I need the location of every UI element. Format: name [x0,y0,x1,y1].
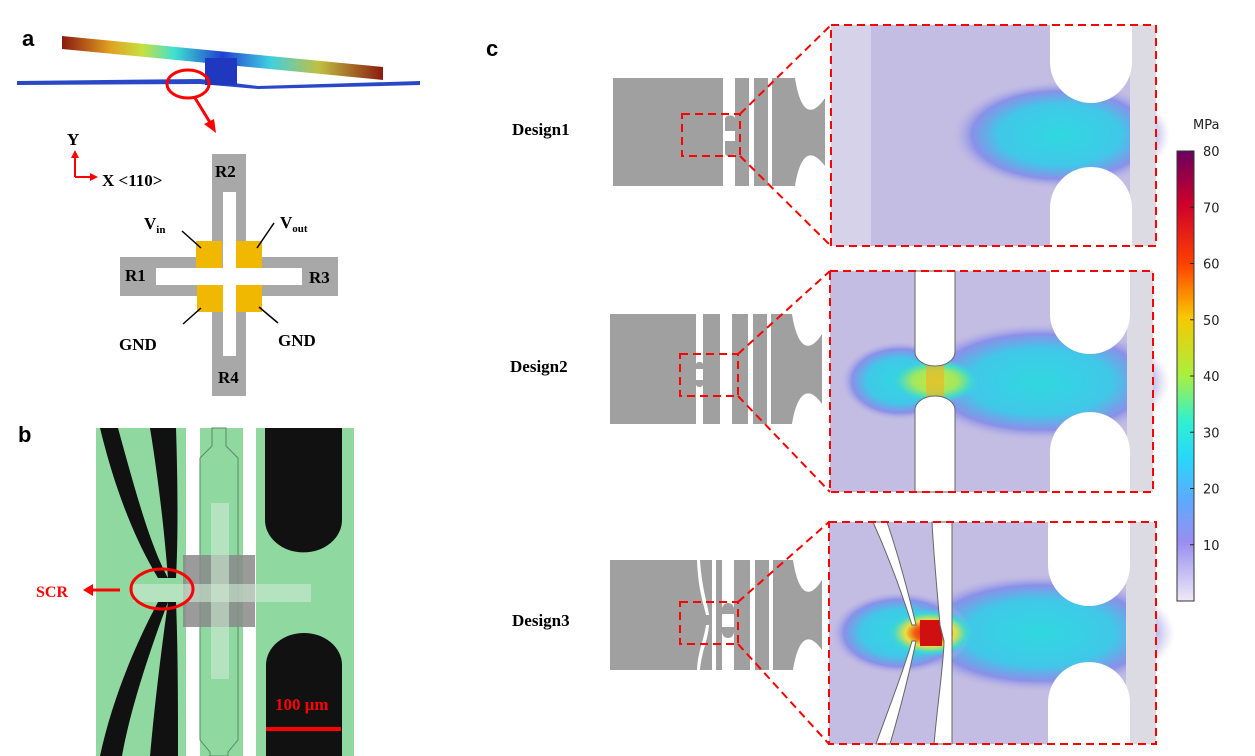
design2-schematic [610,314,822,424]
design3-zoom-indicator [679,521,830,745]
design1-label: Design1 [512,120,570,139]
zoom-circle [165,68,211,100]
colorbar-tick-label: 70 [1203,201,1220,216]
red-arrow-icon [193,97,216,133]
label-r4: R4 [218,368,239,387]
design2-zoom-indicator [679,270,831,493]
design1-schematic [613,78,825,186]
pad-vout [236,241,262,268]
scr-arrow-icon [83,584,120,596]
design3-schematic [610,560,822,670]
panel-label-a: a [22,26,35,51]
design3-label: Design3 [512,611,570,630]
colorbar-tick-label: 80 [1203,145,1220,160]
scr-circle [129,567,195,611]
label-r1: R1 [125,266,146,285]
design1-stress-map [830,24,1170,247]
pad-vin [196,241,222,268]
label-vout: Vout [280,213,308,235]
cantilever-simulation [17,36,420,89]
design2-stress-map [829,270,1170,493]
panel-label-b: b [18,422,31,447]
colorbar-tick-label: 40 [1203,370,1220,385]
colorbar-unit: MPa [1193,118,1219,133]
label-gnd-right: GND [278,331,316,350]
design1-zoom-indicator [681,24,832,247]
pad-gnd-right [236,285,262,312]
colorbar-tick-label: 30 [1203,426,1220,441]
axis-x-label: X <110> [102,171,162,190]
label-vin: Vin [144,214,165,236]
label-r3: R3 [309,268,330,287]
scale-bar-label: 100 μm [275,695,329,714]
pad-gnd-left [197,285,223,312]
scr-label: SCR [36,584,68,601]
piezoresistor-cross [120,154,338,396]
colorbar: MPa 80 70 60 50 40 30 20 10 [1176,118,1220,602]
design3-stress-map [828,521,1175,745]
label-gnd-left: GND [119,335,157,354]
colorbar-tick-label: 60 [1203,258,1220,273]
panel-label-c: c [486,36,498,61]
colorbar-tick-label: 20 [1203,483,1220,498]
design2-label: Design2 [510,357,568,376]
colorbar-tick-label: 10 [1203,539,1220,554]
label-r2: R2 [215,162,236,181]
axis-y-label: Y [67,130,79,149]
colorbar-tick-label: 50 [1203,314,1220,329]
axes-icon [71,150,98,181]
